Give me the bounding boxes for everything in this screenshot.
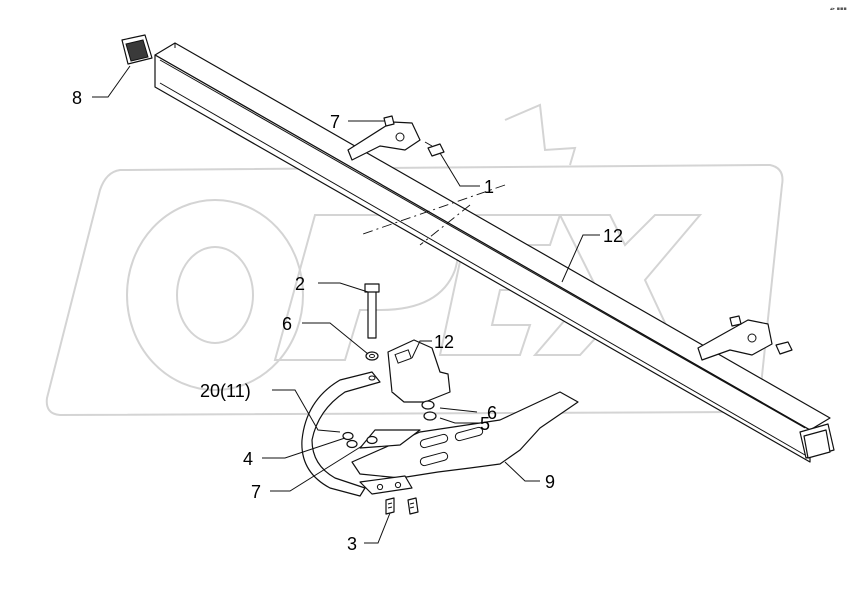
shank-holder-bracket [387, 339, 451, 421]
spring-tine-shank [301, 371, 381, 497]
main-square-tube [154, 42, 831, 463]
sweep-share [342, 391, 579, 495]
callout-3: 3 [347, 534, 357, 554]
callout-5: 5 [480, 414, 490, 434]
callout-2: 2 [295, 274, 305, 294]
callout-1: 1 [484, 177, 494, 197]
callout-12-beam: 12 [603, 226, 623, 246]
callout-12-bracket: 12 [434, 332, 454, 352]
callout-6-top: 6 [282, 314, 292, 334]
end-cap-left [121, 34, 153, 65]
callout-7-top: 7 [330, 112, 340, 132]
callout-6-lower: 6 [487, 403, 497, 423]
callout-7-lower: 7 [251, 482, 261, 502]
bolt-long [364, 283, 380, 361]
callout-9: 9 [545, 472, 555, 492]
callout-8: 8 [72, 88, 82, 108]
plow-bolts [385, 497, 419, 515]
callout-20-11: 20(11) [200, 381, 251, 401]
corner-mark: ▴▸ ▪▪▪ [830, 6, 847, 12]
clamp-bracket-top [347, 115, 445, 161]
callout-4: 4 [243, 449, 253, 469]
clamp-bracket-right [697, 315, 793, 361]
leader-lines [92, 65, 600, 544]
end-cap-right [799, 423, 835, 459]
callout-labels: 8 7 1 12 2 6 12 20(11) 6 5 4 9 7 3 [72, 88, 623, 554]
